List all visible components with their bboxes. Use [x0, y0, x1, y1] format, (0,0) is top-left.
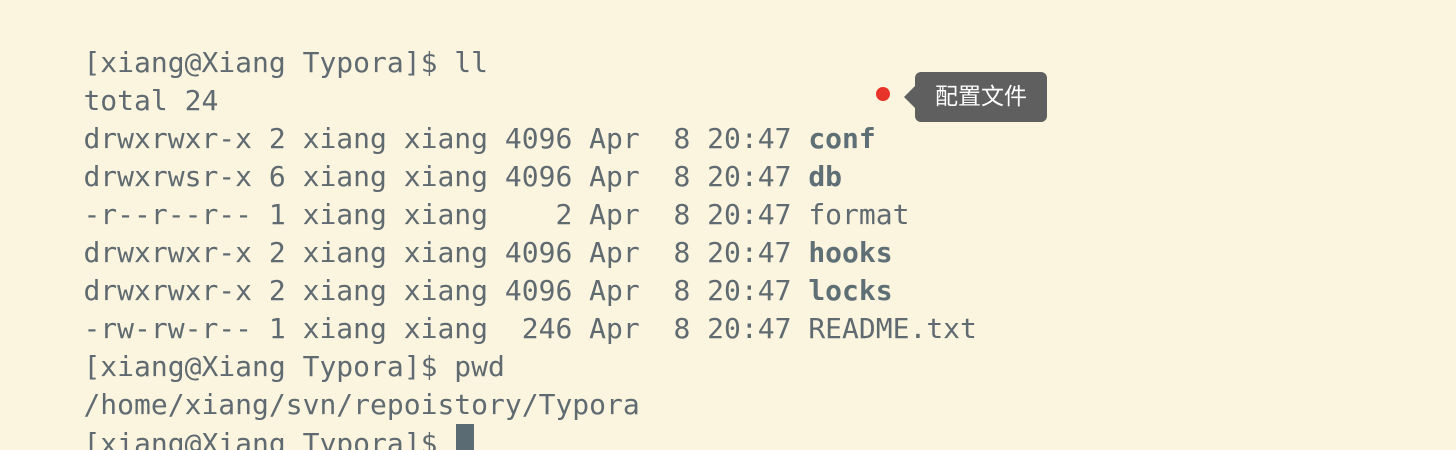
total-line: total 24: [16, 44, 218, 117]
annotation-tooltip: 配置文件: [904, 72, 1047, 122]
listing-meta: -rw-rw-r-- 1 xiang xiang 246 Apr 8 20:47: [83, 312, 809, 345]
listing-row-hooks: drwxrwxr-x 2 xiang xiang 4096 Apr 8 20:4…: [16, 196, 892, 269]
file-name-format: format: [808, 198, 910, 231]
text-cursor: [456, 424, 475, 450]
listing-meta: -r--r--r-- 1 xiang xiang 2 Apr 8 20:47: [83, 198, 809, 231]
command-text: [xiang@Xiang Typora]$ pwd: [83, 350, 505, 383]
prompt-text: [xiang@Xiang Typora]$: [83, 427, 455, 450]
file-name-readme: README.txt: [808, 312, 977, 345]
total-text: total 24: [83, 84, 219, 117]
listing-row-readme: -rw-rw-r-- 1 xiang xiang 246 Apr 8 20:47…: [16, 272, 976, 345]
path-text: /home/xiang/svn/repoistory/Typora: [83, 388, 640, 421]
pwd-output-line: /home/xiang/svn/repoistory/Typora: [16, 348, 639, 421]
listing-meta: drwxrwxr-x 2 xiang xiang 4096 Apr 8 20:4…: [83, 274, 809, 307]
listing-meta: drwxrwxr-x 2 xiang xiang 4096 Apr 8 20:4…: [83, 122, 809, 155]
red-dot-marker-icon: [876, 87, 890, 101]
listing-row-format: -r--r--r-- 1 xiang xiang 2 Apr 8 20:47 f…: [16, 158, 909, 231]
listing-meta: drwxrwxr-x 2 xiang xiang 4096 Apr 8 20:4…: [83, 236, 809, 269]
dir-name-db: db: [808, 160, 843, 193]
prompt-line-pwd: [xiang@Xiang Typora]$ pwd: [16, 310, 504, 383]
command-text: [xiang@Xiang Typora]$ ll: [83, 46, 489, 79]
tooltip-text: 配置文件: [935, 84, 1027, 110]
listing-row-conf: drwxrwxr-x 2 xiang xiang 4096 Apr 8 20:4…: [16, 82, 875, 155]
dir-name-hooks: hooks: [808, 236, 893, 269]
listing-meta: drwxrwsr-x 6 xiang xiang 4096 Apr 8 20:4…: [83, 160, 809, 193]
active-prompt-line[interactable]: [xiang@Xiang Typora]$: [16, 386, 475, 450]
dir-name-conf: conf: [808, 122, 876, 155]
listing-row-locks: drwxrwxr-x 2 xiang xiang 4096 Apr 8 20:4…: [16, 234, 892, 307]
prompt-line-ll: [xiang@Xiang Typora]$ ll: [16, 6, 488, 79]
listing-row-db: drwxrwsr-x 6 xiang xiang 4096 Apr 8 20:4…: [16, 120, 842, 193]
dir-name-locks: locks: [808, 274, 893, 307]
